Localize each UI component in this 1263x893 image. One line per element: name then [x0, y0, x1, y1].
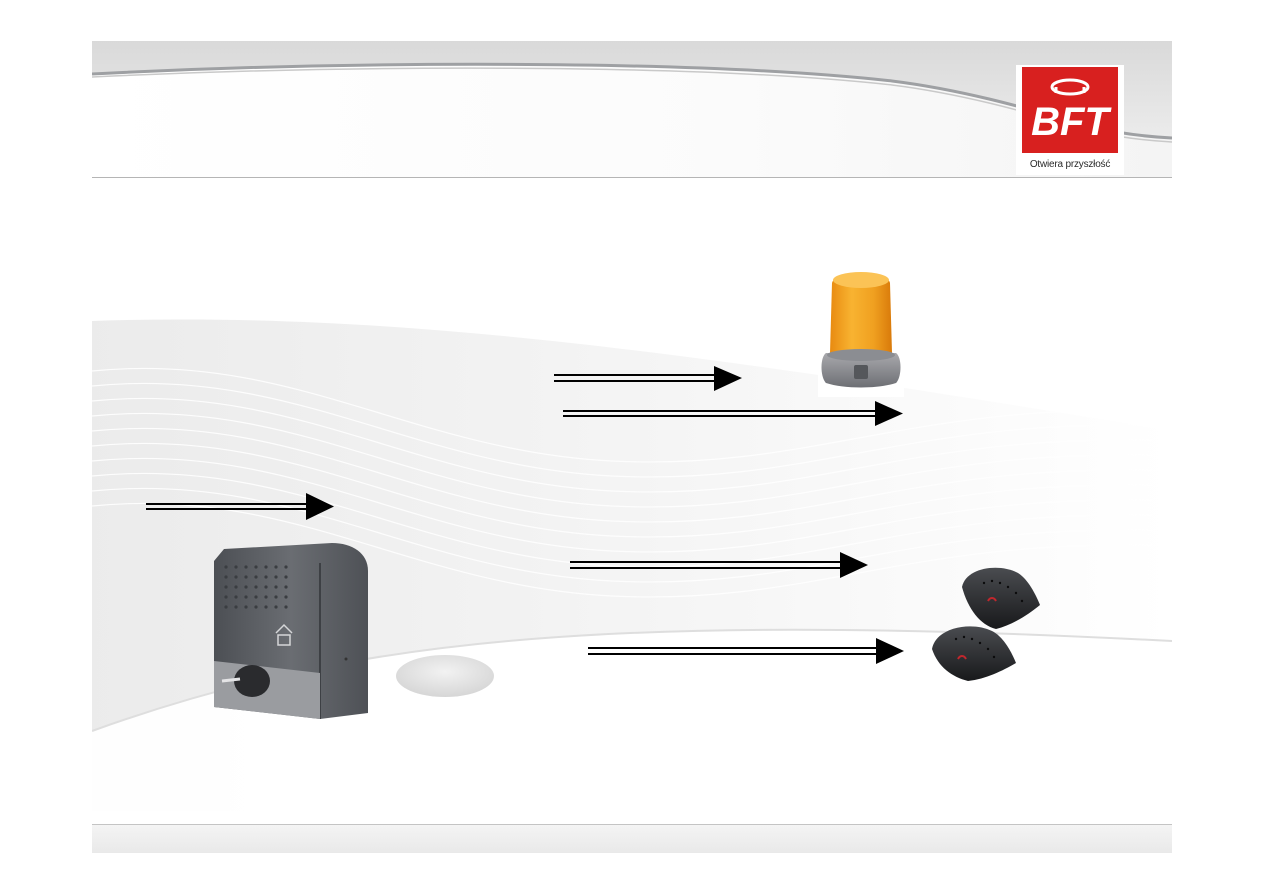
bft-logo-mark: BFT: [1022, 67, 1118, 153]
footer-band: [92, 825, 1172, 853]
sliding-gate-motor-icon: [214, 543, 368, 719]
header-band: [92, 41, 1172, 178]
header-divider: [92, 177, 1172, 178]
svg-text:BFT: BFT: [1031, 100, 1112, 144]
arrow-to-remote-2: [588, 638, 904, 664]
flashing-beacon-icon: [818, 265, 904, 397]
footer-divider: [92, 824, 1172, 825]
motor-shadow-oval: [396, 655, 494, 697]
remote-control-icon: [932, 567, 1040, 681]
slide: BFT Otwiera przyszłość: [92, 41, 1172, 853]
arrow-to-remote-1: [570, 552, 868, 578]
logo-tagline: Otwiera przyszłość: [1029, 159, 1111, 170]
arrow-to-lamp-1: [554, 366, 742, 391]
bft-logo: BFT Otwiera przyszłość: [1016, 65, 1124, 175]
arrow-to-motor: [146, 493, 334, 520]
bft-emblem-icon: BFT: [1031, 78, 1112, 144]
arrow-to-lamp-2: [563, 401, 903, 426]
